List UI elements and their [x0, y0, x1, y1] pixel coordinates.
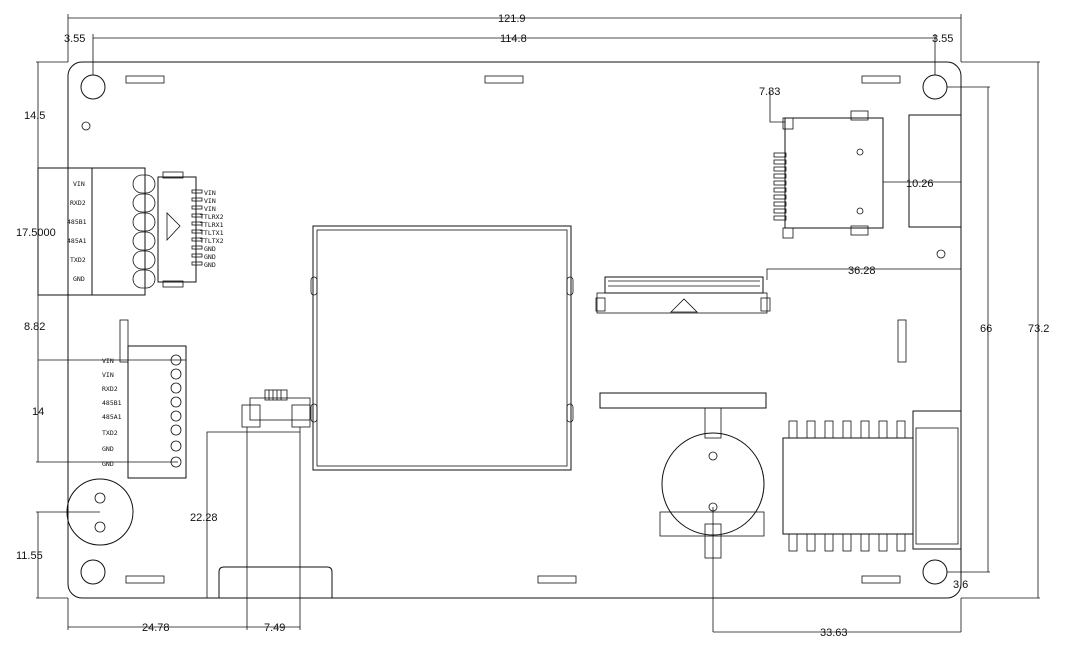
mounting-hole-top-left [80, 74, 106, 100]
fiducial-right [936, 249, 946, 259]
usb-pad-left [241, 404, 261, 428]
pad-top-center [484, 75, 524, 84]
connector2-label-5: 485A1 [102, 413, 122, 421]
pin-label-5: TTLRX1 [200, 221, 224, 229]
pin-label-9: GND [204, 253, 216, 261]
dim-right-hole-offset: 3.55 [932, 33, 953, 45]
dim-connector2-height: 14 [32, 406, 44, 418]
soic-chip [782, 437, 914, 535]
connector2-label-6: TXD2 [102, 429, 118, 437]
connector2-tab [119, 319, 129, 363]
pin-label-4: TTLRX2 [200, 213, 224, 221]
dim-connector1-height: 17.5000 [16, 227, 56, 239]
dim-left-top-offset: 14.5 [24, 110, 45, 122]
connector2-holes [170, 354, 182, 468]
pin-label-3: VIN [204, 205, 216, 213]
pin-header-pins [191, 189, 203, 266]
connector1-label-6: GND [73, 275, 85, 283]
dim-buzzer-height: 11.55 [16, 550, 43, 562]
mounting-hole-bottom-right [922, 559, 948, 585]
pad-top-right [861, 75, 901, 84]
fiducial-left [81, 121, 91, 131]
pin-header-housing [157, 176, 197, 283]
mcu-chip [312, 225, 572, 471]
pad-top-left [125, 75, 165, 84]
dim-overall-height: 73.2 [1028, 323, 1049, 335]
dim-sd-right: 10.26 [906, 178, 934, 190]
terminal-block-right [912, 410, 962, 550]
pin-label-1: VIN [204, 189, 216, 197]
soic-pins-top [788, 420, 906, 439]
usb-connector [218, 566, 333, 598]
connector1-screws [132, 174, 156, 289]
dim-usb-width: 7.49 [264, 622, 285, 634]
connector2-label-8: GND [102, 460, 114, 468]
board-outline [67, 61, 962, 599]
dim-hole-pitch-x: 114.8 [500, 33, 527, 45]
pin-label-2: VIN [204, 197, 216, 205]
connector1-label-5: TXD2 [70, 256, 86, 264]
mounting-hole-top-right [922, 74, 948, 100]
dim-battery: 33.63 [820, 627, 848, 639]
soic-pins-bottom [788, 533, 906, 552]
buzzer [66, 478, 134, 546]
usb-pad-right [291, 404, 311, 428]
dim-hole-pitch-y: 66 [980, 323, 992, 335]
connector1-label-4: 485A1 [67, 237, 87, 245]
fpc-pin1-icon [670, 298, 698, 313]
sd-card-pins [773, 152, 787, 221]
connector1-label-1: VIN [73, 180, 85, 188]
small-component [897, 319, 907, 363]
pin-label-10: GND [204, 261, 216, 269]
usb-pins [264, 389, 288, 401]
pad-bottom-left [125, 575, 165, 584]
mounting-hole-bottom-left [80, 559, 106, 585]
connector2-label-1: VIN [102, 357, 114, 365]
right-edge-connector [908, 114, 962, 228]
dim-fpc: 36.28 [848, 265, 876, 277]
connector2-label-2: VIN [102, 371, 114, 379]
connector1-label-3: 485B1 [67, 218, 87, 226]
dim-bottom-hole-offset: 3.6 [953, 579, 968, 591]
dim-usb-left: 24.78 [142, 622, 170, 634]
connector2-housing [127, 345, 187, 479]
pad-bottom-right [861, 575, 901, 584]
pin1-marker-icon [166, 212, 181, 242]
battery-clip [599, 392, 767, 409]
pad-bottom-center [537, 575, 577, 584]
dim-left-hole-offset: 3.55 [64, 33, 85, 45]
dim-sd-offset: 7.83 [759, 86, 780, 98]
pin-label-6: TTLTX1 [200, 229, 224, 237]
dim-usb-height: 22.28 [190, 512, 218, 524]
connector1-label-2: RXD2 [70, 199, 86, 207]
connector2-label-4: 485B1 [102, 399, 122, 407]
connector2-label-7: GND [102, 445, 114, 453]
fpc-connector [604, 276, 764, 294]
sd-card-slot [784, 117, 884, 229]
pin-label-8: GND [204, 245, 216, 253]
connector2-label-3: RXD2 [102, 385, 118, 393]
pin-label-7: TTLTX2 [200, 237, 224, 245]
dim-overall-width: 121.9 [498, 13, 526, 25]
dim-gap-between: 8.82 [24, 321, 45, 333]
